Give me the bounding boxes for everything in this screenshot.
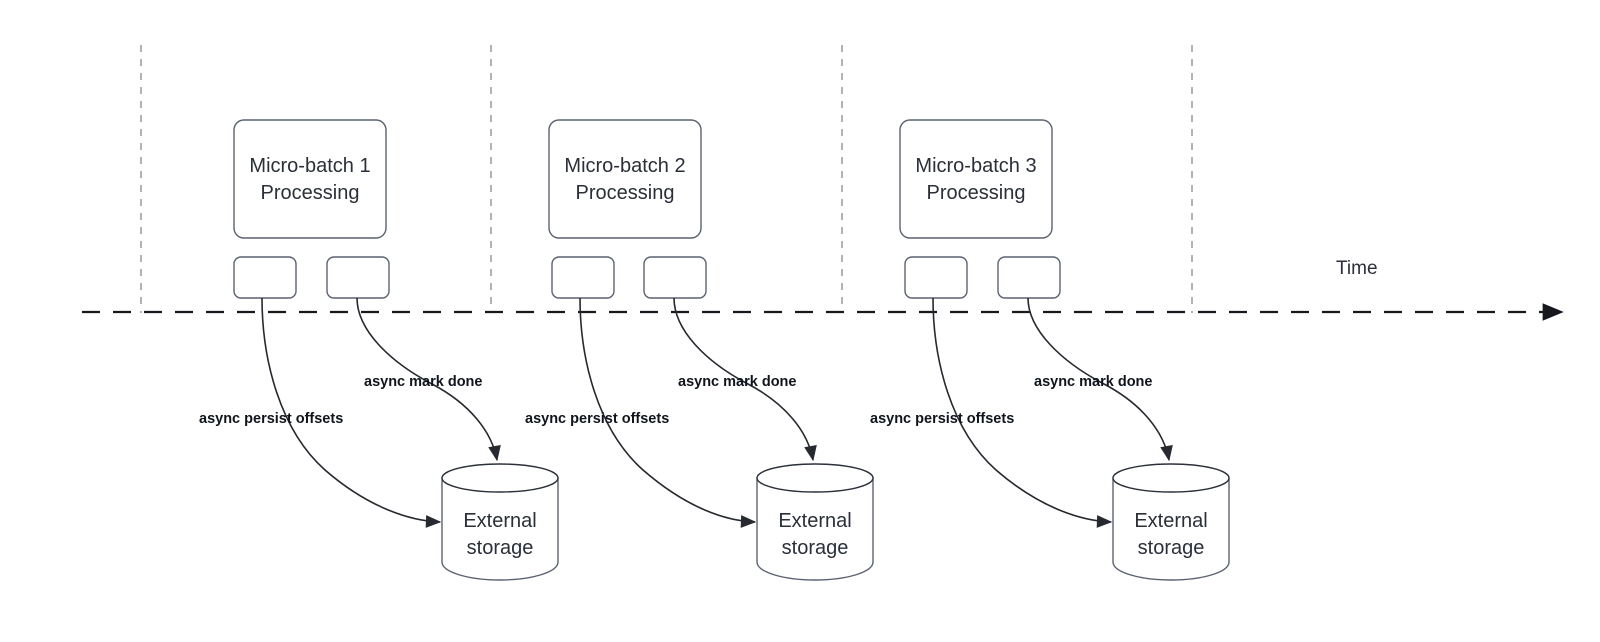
micro-batch-3-storage-label-line2: storage: [1138, 537, 1205, 559]
micro-batch-1-storage-label-line1: External: [463, 510, 536, 532]
micro-batch-group-1: Micro-batch 1 Processing async persist o…: [199, 119, 559, 581]
micro-batch-2-processing-label-line2: Processing: [576, 182, 675, 204]
micro-batch-3-persist-offsets-label: async persist offsets: [870, 411, 1014, 427]
micro-batch-1-processing-label-line2: Processing: [261, 182, 360, 204]
micro-batch-group-2: Micro-batch 2 Processing async persist o…: [525, 119, 874, 581]
micro-batch-2-storage-label-line2: storage: [782, 537, 849, 559]
micro-batch-3-storage-label-line1: External: [1134, 510, 1207, 532]
micro-batch-group-3: Micro-batch 3 Processing async persist o…: [870, 119, 1230, 581]
micro-batch-1-task-left[interactable]: [233, 256, 297, 299]
micro-batch-2-task-left[interactable]: [551, 256, 615, 299]
micro-batch-3-processing-box[interactable]: Micro-batch 3 Processing: [899, 119, 1053, 239]
micro-batch-1-task-right-rect[interactable]: [326, 256, 390, 299]
micro-batch-2-storage-top: [756, 463, 874, 493]
micro-batch-3-task-left-rect[interactable]: [904, 256, 968, 299]
micro-batch-3-mark-done-arrow: [1027, 297, 1173, 462]
micro-batch-3-persist-offsets-arrow: [932, 297, 1113, 528]
micro-batch-2-mark-done-arrow: [673, 297, 817, 462]
micro-batch-1-external-storage[interactable]: External storage: [441, 463, 559, 581]
micro-batch-1-persist-offsets-label: async persist offsets: [199, 411, 343, 427]
micro-batch-1-processing-rect[interactable]: [233, 119, 387, 239]
batch-boundary-dividers: [140, 45, 1193, 313]
micro-batch-3-task-left[interactable]: [904, 256, 968, 299]
micro-batch-1-storage-label-line2: storage: [467, 537, 534, 559]
micro-batch-3-processing-label-line1: Micro-batch 3: [915, 155, 1036, 177]
timeline-axis: Time: [82, 258, 1564, 321]
micro-batch-2-processing-box[interactable]: Micro-batch 2 Processing: [548, 119, 702, 239]
micro-batch-2-task-right-rect[interactable]: [643, 256, 707, 299]
micro-batch-2-processing-rect[interactable]: [548, 119, 702, 239]
micro-batch-2-task-right[interactable]: [643, 256, 707, 299]
micro-batch-2-external-storage[interactable]: External storage: [756, 463, 874, 581]
micro-batch-1-storage-top: [441, 463, 559, 493]
micro-batch-2-persist-offsets-label: async persist offsets: [525, 411, 669, 427]
micro-batch-2-storage-label-line1: External: [778, 510, 851, 532]
micro-batch-1-task-right[interactable]: [326, 256, 390, 299]
micro-batch-2-mark-done-label: async mark done: [678, 374, 796, 390]
micro-batch-1-mark-done-arrow: [356, 297, 501, 462]
micro-batch-1-mark-done-label: async mark done: [364, 374, 482, 390]
micro-batch-1-persist-offsets-arrow: [261, 297, 442, 528]
micro-batch-3-storage-top: [1112, 463, 1230, 493]
micro-batch-1-storage-body[interactable]: [441, 477, 559, 581]
micro-batch-3-task-right-rect[interactable]: [997, 256, 1061, 299]
timeline-label: Time: [1336, 258, 1378, 279]
micro-batch-3-mark-done-label: async mark done: [1034, 374, 1152, 390]
micro-batch-2-task-left-rect[interactable]: [551, 256, 615, 299]
micro-batch-2-persist-offsets-arrow: [579, 297, 757, 528]
micro-batch-1-processing-label-line1: Micro-batch 1: [249, 155, 370, 177]
micro-batch-3-task-right[interactable]: [997, 256, 1061, 299]
micro-batch-3-processing-rect[interactable]: [899, 119, 1053, 239]
micro-batch-3-processing-label-line2: Processing: [927, 182, 1026, 204]
micro-batch-3-external-storage[interactable]: External storage: [1112, 463, 1230, 581]
micro-batch-2-processing-label-line1: Micro-batch 2: [564, 155, 685, 177]
micro-batch-2-storage-body[interactable]: [756, 477, 874, 581]
micro-batch-1-processing-box[interactable]: Micro-batch 1 Processing: [233, 119, 387, 239]
micro-batch-1-task-left-rect[interactable]: [233, 256, 297, 299]
micro-batch-3-storage-body[interactable]: [1112, 477, 1230, 581]
